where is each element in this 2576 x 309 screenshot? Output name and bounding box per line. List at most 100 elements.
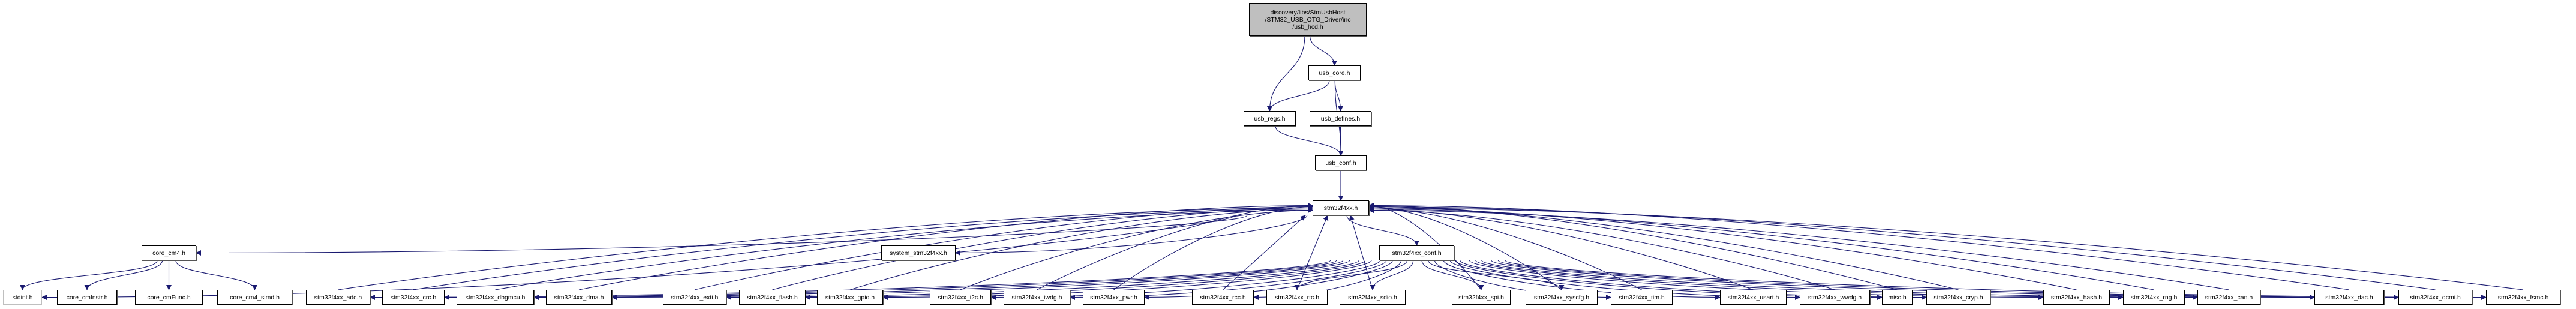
edge-rtc-to-stm32f4xx (1296, 215, 1329, 290)
node-stm32f4xx-rng-h[interactable]: stm32f4xx_rng.h (2123, 290, 2185, 305)
node-label: stm32f4xx_adc.h (314, 293, 362, 301)
node-label: stm32f4xx_rtc.h (1274, 293, 1320, 301)
node-stm32f4xx-pwr-h[interactable]: stm32f4xx_pwr.h (1083, 290, 1145, 305)
node-stm32f4xx-i2c-h[interactable]: stm32f4xx_i2c.h (930, 290, 991, 305)
edge-root-to-usb_core (1310, 35, 1337, 66)
edge-gpio-to-stm32f4xx (849, 206, 1313, 290)
node-label: stdint.h (12, 293, 33, 301)
node-stm32f4xx-exti-h[interactable]: stm32f4xx_exti.h (663, 290, 726, 305)
edge-stm32f4xx_conf-to-fsmc (1505, 260, 2487, 300)
edge-hash-to-stm32f4xx (1368, 205, 2077, 290)
node-core-cm4-simd-h[interactable]: core_cm4_simd.h (217, 290, 292, 305)
node-stm32f4xx-tim-h[interactable]: stm32f4xx_tim.h (1611, 290, 1673, 305)
node-label: stm32f4xx_can.h (2205, 293, 2253, 301)
node-core-cmfunc-h[interactable]: core_cmFunc.h (135, 290, 203, 305)
node-label: stm32f4xx_cryp.h (1933, 293, 1983, 301)
edge-rng-to-stm32f4xx (1368, 206, 2154, 290)
edge-core_cm4-to-stdint (20, 260, 158, 290)
node-stm32f4xx-rcc-h[interactable]: stm32f4xx_rcc.h (1192, 290, 1254, 305)
node-label: stm32f4xx_exti.h (671, 293, 719, 301)
node-stm32f4xx-dcmi-h[interactable]: stm32f4xx_dcmi.h (2398, 290, 2472, 305)
node-label: stm32f4xx_tim.h (1619, 293, 1665, 301)
node-label: usb_conf.h (1325, 159, 1356, 167)
edge-wwdg-to-stm32f4xx (1368, 208, 1835, 290)
node-stm32f4xx-rtc-h[interactable]: stm32f4xx_rtc.h (1266, 290, 1328, 305)
node-usb-core-h[interactable]: usb_core.h (1308, 65, 1361, 80)
node-stm32f4xx-usart-h[interactable]: stm32f4xx_usart.h (1720, 290, 1787, 305)
edge-crc-to-stm32f4xx (413, 206, 1313, 290)
edge-stm32f4xx_conf-to-sdio (1370, 260, 1414, 290)
node-stm32f4xx-wwdg-h[interactable]: stm32f4xx_wwdg.h (1800, 290, 1870, 305)
node-label: stm32f4xx_rcc.h (1200, 293, 1246, 301)
node-stm32f4xx-sdio-h[interactable]: stm32f4xx_sdio.h (1340, 290, 1406, 305)
node-label: stm32f4xx_sdio.h (1348, 293, 1397, 301)
node-system-stm32f4xx-h[interactable]: system_stm32f4xx.h (881, 245, 956, 260)
node-label: stm32f4xx_fsmc.h (2497, 293, 2549, 301)
node-usb-defines-h[interactable]: usb_defines.h (1310, 111, 1371, 126)
node-stm32f4xx-iwdg-h[interactable]: stm32f4xx_iwdg.h (1004, 290, 1070, 305)
root-line-2: /STM32_USB_OTG_Driver/inc (1265, 16, 1351, 23)
node-label: stm32f4xx_dcmi.h (2410, 293, 2461, 301)
node-usb-regs-h[interactable]: usb_regs.h (1244, 111, 1296, 126)
node-label: core_cm4_simd.h (230, 293, 280, 301)
node-stm32f4xx-dac-h[interactable]: stm32f4xx_dac.h (2314, 290, 2384, 305)
node-label: stm32f4xx_dac.h (2325, 293, 2373, 301)
edge-stm32f4xx_conf-to-flash (805, 260, 1366, 300)
root-line-3: /usb_hcd.h (1292, 23, 1323, 31)
edge-dcmi-to-stm32f4xx (1368, 204, 2436, 290)
edge-sdio-to-stm32f4xx (1349, 215, 1373, 290)
node-label: core_cm4.h (152, 249, 185, 257)
edge-pwr-to-stm32f4xx (1113, 204, 1313, 290)
node-stm32f4xx-spi-h[interactable]: stm32f4xx_spi.h (1452, 290, 1511, 305)
edge-usb_core-to-usb_regs (1267, 80, 1330, 112)
edge-i2c-to-stm32f4xx (960, 208, 1313, 290)
node-core-cminstr-h[interactable]: core_cmInstr.h (57, 290, 117, 305)
node-label: stm32f4xx_conf.h (1392, 249, 1442, 257)
node-stm32f4xx-conf-h[interactable]: stm32f4xx_conf.h (1379, 245, 1454, 260)
node-stm32f4xx-gpio-h[interactable]: stm32f4xx_gpio.h (817, 290, 883, 305)
node-stm32f4xx-dma-h[interactable]: stm32f4xx_dma.h (546, 290, 612, 305)
node-root-usb-hcd-h: discovery/libs/StmUsbHost /STM32_USB_OTG… (1249, 3, 1367, 36)
edge-usb_regs-to-usb_conf (1275, 125, 1344, 156)
edge-stm32f4xx-to-system_stm32f4xx (955, 215, 1308, 256)
edge-flash-to-stm32f4xx (772, 205, 1313, 290)
node-label: stm32f4xx_rng.h (2130, 293, 2178, 301)
edge-fsmc-to-stm32f4xx (1368, 205, 2524, 290)
node-misc-h[interactable]: misc.h (1882, 290, 1913, 305)
edge-stm32f4xx-to-stm32f4xx_conf (1346, 215, 1419, 246)
edge-rcc-to-stm32f4xx (1223, 215, 1306, 290)
edge-can-to-stm32f4xx (1368, 208, 2229, 290)
edge-stm32f4xx_conf-to-syscfg (1428, 260, 1565, 290)
edge-stm32f4xx_conf-to-can (1481, 260, 2198, 300)
node-label: core_cmFunc.h (147, 293, 191, 301)
node-stm32f4xx-cryp-h[interactable]: stm32f4xx_cryp.h (1926, 290, 1990, 305)
root-line-1: discovery/libs/StmUsbHost (1270, 8, 1346, 16)
node-core-cm4-h[interactable]: core_cm4.h (142, 245, 196, 260)
edge-exti-to-stm32f4xx (694, 204, 1313, 290)
node-label: stm32f4xx_hash.h (2050, 293, 2103, 301)
node-stm32f4xx-hash-h[interactable]: stm32f4xx_hash.h (2043, 290, 2110, 305)
node-label: system_stm32f4xx.h (890, 249, 947, 257)
node-label: stm32f4xx_iwdg.h (1011, 293, 1062, 301)
node-stm32f4xx-crc-h[interactable]: stm32f4xx_crc.h (382, 290, 445, 305)
node-stm32f4xx-h[interactable]: stm32f4xx.h (1313, 200, 1369, 215)
node-stm32f4xx-can-h[interactable]: stm32f4xx_can.h (2197, 290, 2260, 305)
node-label: usb_regs.h (1254, 115, 1286, 122)
node-stm32f4xx-adc-h[interactable]: stm32f4xx_adc.h (306, 290, 370, 305)
node-label: stm32f4xx_gpio.h (825, 293, 875, 301)
node-stm32f4xx-fsmc-h[interactable]: stm32f4xx_fsmc.h (2486, 290, 2560, 305)
node-label: stm32f4xx_syscfg.h (1533, 293, 1590, 301)
node-stm32f4xx-flash-h[interactable]: stm32f4xx_flash.h (739, 290, 806, 305)
node-label: usb_core.h (1319, 69, 1350, 77)
node-stm32f4xx-dbgmcu-h[interactable]: stm32f4xx_dbgmcu.h (457, 290, 534, 305)
node-stm32f4xx-syscfg-h[interactable]: stm32f4xx_syscfg.h (1526, 290, 1598, 305)
node-label: misc.h (1888, 293, 1907, 301)
node-label: stm32f4xx_spi.h (1458, 293, 1504, 301)
node-label: stm32f4xx_dma.h (554, 293, 604, 301)
edge-dbgmcu-to-stm32f4xx (495, 208, 1313, 290)
node-label: usb_defines.h (1320, 115, 1361, 122)
node-label: stm32f4xx_dbgmcu.h (465, 293, 526, 301)
node-usb-conf-h[interactable]: usb_conf.h (1315, 155, 1367, 170)
node-label: stm32f4xx_flash.h (747, 293, 798, 301)
